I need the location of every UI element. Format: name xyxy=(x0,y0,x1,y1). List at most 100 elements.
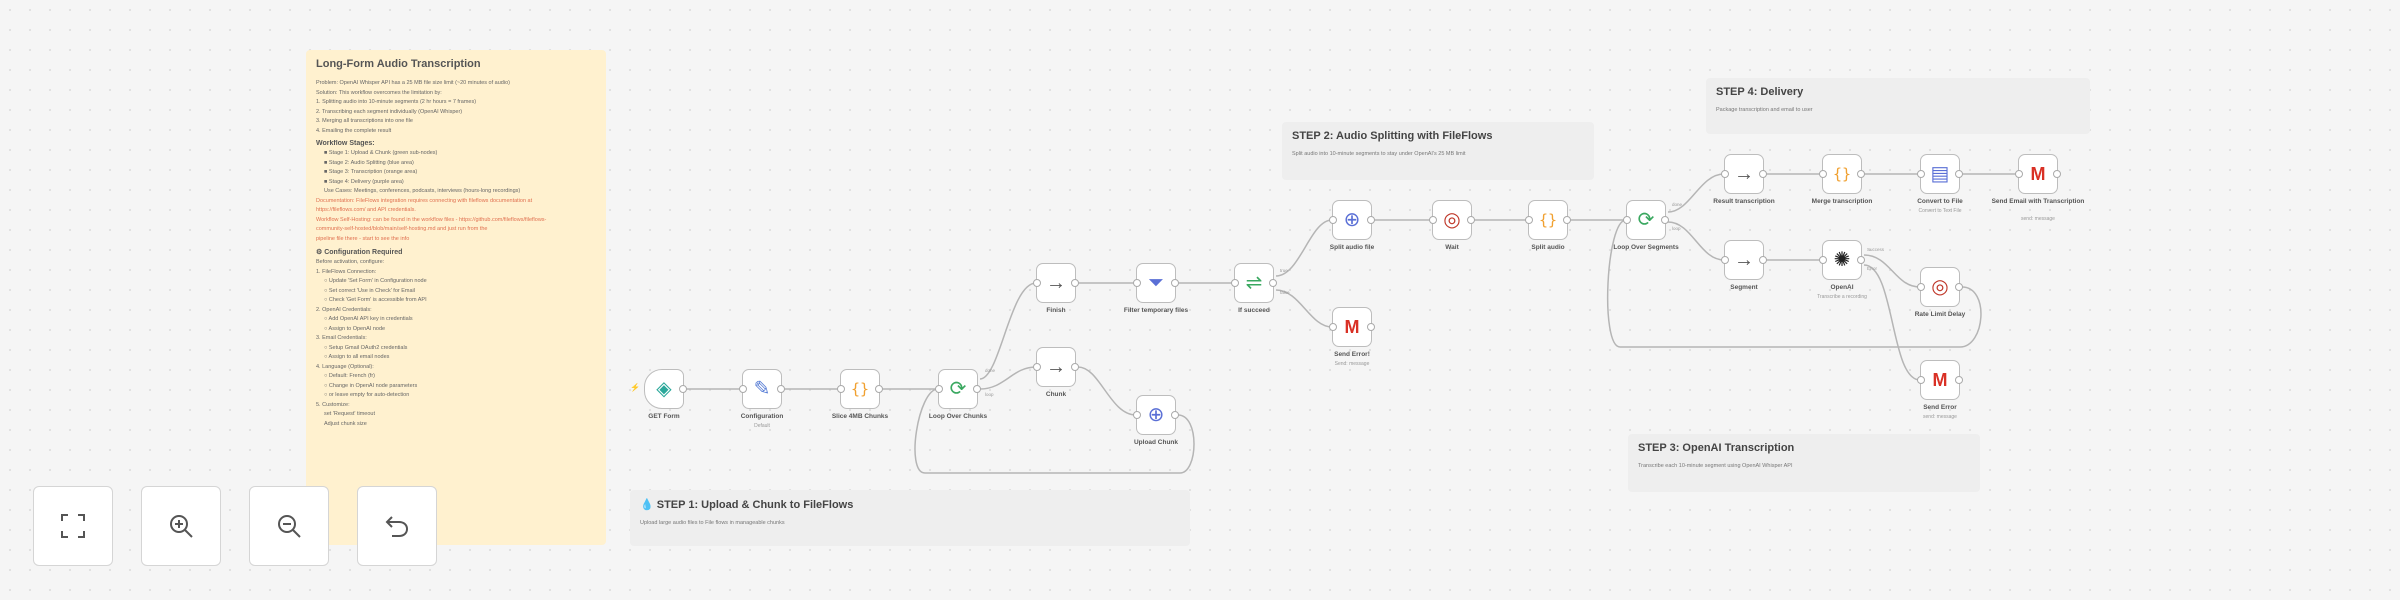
input-port[interactable] xyxy=(1429,216,1437,224)
node-get-form[interactable]: ◈ xyxy=(644,369,687,409)
output-port[interactable] xyxy=(1367,216,1375,224)
step2-note[interactable]: STEP 2: Audio Splitting with FileFlows S… xyxy=(1282,122,1594,180)
input-port[interactable] xyxy=(1819,170,1827,178)
node-if-succeed[interactable]: ⇌ xyxy=(1231,263,1277,303)
doc-note-line: ○ Assign to all email nodes xyxy=(324,354,390,360)
result-transcription-label: Result transcription xyxy=(1713,198,1775,205)
input-port[interactable] xyxy=(739,385,747,393)
output-port[interactable] xyxy=(1955,170,1963,178)
doc-note-line[interactable]: Documentation: FileFlows integration req… xyxy=(316,197,533,204)
output-port[interactable] xyxy=(1857,256,1865,264)
output-port[interactable] xyxy=(2053,170,2061,178)
node-filter-temp[interactable]: ⏷ xyxy=(1133,263,1179,303)
output-port[interactable] xyxy=(1955,283,1963,291)
configuration-label: Configuration xyxy=(740,413,784,420)
output-port[interactable] xyxy=(777,385,785,393)
output-port[interactable] xyxy=(973,385,981,393)
output-port[interactable] xyxy=(1171,411,1179,419)
node-wait[interactable]: ◎ xyxy=(1429,200,1475,240)
doc-note-line: ○ Update 'Set Form' in Configuration nod… xyxy=(324,278,427,284)
loop-chunks-icon: ⟳ xyxy=(949,378,967,400)
get-form-label: GET Form xyxy=(648,413,680,420)
slice-chunks-label: Slice 4MB Chunks xyxy=(831,413,889,420)
node-chunk[interactable]: → xyxy=(1033,347,1079,387)
output-port[interactable] xyxy=(679,385,687,393)
doc-note-line: ○ Default: French (fr) xyxy=(324,373,376,379)
configuration-icon: ✎ xyxy=(753,378,771,400)
node-send-error-2[interactable]: M xyxy=(1917,360,1963,400)
node-loop-chunks[interactable]: ⟳ xyxy=(935,369,981,409)
zoom-in-button[interactable] xyxy=(141,486,221,566)
doc-note-line[interactable]: community-self-hosted/blob/main/self-hos… xyxy=(316,226,488,232)
filter-temp-icon: ⏷ xyxy=(1148,272,1164,294)
node-configuration[interactable]: ✎ xyxy=(739,369,785,409)
node-segment[interactable]: → xyxy=(1721,240,1767,280)
zoom-out-button[interactable] xyxy=(249,486,329,566)
node-loop-segments[interactable]: ⟳ xyxy=(1623,200,1669,240)
input-port[interactable] xyxy=(1917,283,1925,291)
node-rate-limit-delay[interactable]: ◎ xyxy=(1917,267,1963,307)
node-finish[interactable]: → xyxy=(1033,263,1079,303)
output-port[interactable] xyxy=(1269,279,1277,287)
step3-description: Transcribe each 10-minute segment using … xyxy=(1638,463,1793,469)
input-port[interactable] xyxy=(1033,363,1041,371)
doc-note-line: ■ Stage 3: Transcription (orange area) xyxy=(324,169,418,175)
input-port[interactable] xyxy=(935,385,943,393)
edge-openai-delay xyxy=(1863,254,1921,288)
output-port[interactable] xyxy=(875,385,883,393)
output-port[interactable] xyxy=(1857,170,1865,178)
input-port[interactable] xyxy=(1917,170,1925,178)
rate-limit-delay-label: Rate Limit Delay xyxy=(1914,311,1966,318)
output-port[interactable] xyxy=(1955,376,1963,384)
output-port[interactable] xyxy=(1071,363,1079,371)
undo-button[interactable] xyxy=(357,486,437,566)
output-port[interactable] xyxy=(1759,170,1767,178)
input-port[interactable] xyxy=(1133,279,1141,287)
input-port[interactable] xyxy=(1033,279,1041,287)
input-port[interactable] xyxy=(1525,216,1533,224)
input-port[interactable] xyxy=(837,385,845,393)
node-send-error[interactable]: M xyxy=(1329,307,1375,347)
upload-chunk-icon: ⊕ xyxy=(1147,404,1165,426)
output-port[interactable] xyxy=(1563,216,1571,224)
input-port[interactable] xyxy=(1623,216,1631,224)
input-port[interactable] xyxy=(1721,256,1729,264)
input-port[interactable] xyxy=(1329,216,1337,224)
step1-note[interactable]: 💧 STEP 1: Upload & Chunk to FileFlows Up… xyxy=(630,490,1190,546)
doc-note-line: ○ Setup Gmail OAuth2 credentials xyxy=(324,344,408,351)
input-port[interactable] xyxy=(1721,170,1729,178)
doc-note-line[interactable]: https://fileflows.com/ and API credentia… xyxy=(316,207,416,213)
node-upload-chunk[interactable]: ⊕ xyxy=(1133,395,1179,435)
doc-note-line[interactable]: pipeline file there - start to see the i… xyxy=(316,235,410,242)
input-port[interactable] xyxy=(2015,170,2023,178)
output-port[interactable] xyxy=(1759,256,1767,264)
step1-description: Upload large audio files to File flows i… xyxy=(640,520,785,526)
input-port[interactable] xyxy=(1329,323,1337,331)
step3-note[interactable]: STEP 3: OpenAI Transcription Transcribe … xyxy=(1628,434,1980,492)
split-audio-label: Split audio xyxy=(1531,244,1565,251)
node-merge-transcription[interactable]: {} xyxy=(1819,154,1865,194)
input-port[interactable] xyxy=(1231,279,1239,287)
output-port[interactable] xyxy=(1467,216,1475,224)
node-send-email[interactable]: M xyxy=(2015,154,2061,194)
node-split-audio-file[interactable]: ⊕ xyxy=(1329,200,1375,240)
node-result-transcription[interactable]: → xyxy=(1721,154,1767,194)
node-openai[interactable]: ✺ xyxy=(1819,240,1865,280)
documentation-note[interactable]: Long-Form Audio Transcription Problem: O… xyxy=(306,50,606,545)
input-port[interactable] xyxy=(1819,256,1827,264)
step4-note[interactable]: STEP 4: Delivery Package transcription a… xyxy=(1706,78,2090,134)
doc-note-line[interactable]: Workflow Self-Hosting: can be found in t… xyxy=(316,216,547,223)
node-convert-file[interactable]: ▤ xyxy=(1917,154,1963,194)
output-port[interactable] xyxy=(1367,323,1375,331)
input-port[interactable] xyxy=(1917,376,1925,384)
output-port[interactable] xyxy=(1661,216,1669,224)
fit-view-button[interactable] xyxy=(33,486,113,566)
get-form-icon: ◈ xyxy=(656,378,672,400)
wait-icon: ◎ xyxy=(1443,209,1461,231)
node-slice-chunks[interactable]: {} xyxy=(837,369,883,409)
input-port[interactable] xyxy=(1133,411,1141,419)
node-split-audio[interactable]: {} xyxy=(1525,200,1571,240)
output-port[interactable] xyxy=(1171,279,1179,287)
output-port[interactable] xyxy=(1071,279,1079,287)
